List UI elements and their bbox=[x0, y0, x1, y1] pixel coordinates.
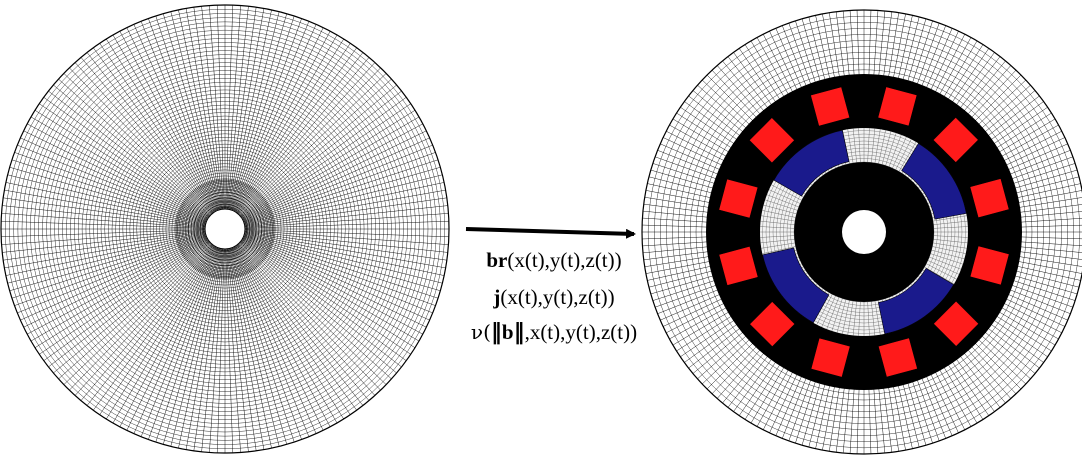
formula-br: br(x(t),y(t),z(t)) bbox=[440, 250, 668, 271]
coil-8 bbox=[749, 301, 796, 348]
coil-7 bbox=[810, 337, 851, 378]
mapping-arrow bbox=[465, 227, 636, 239]
formula-nu-bold: b bbox=[501, 320, 514, 344]
coil-5 bbox=[933, 300, 980, 347]
coil-1 bbox=[877, 86, 918, 127]
coil-6 bbox=[877, 337, 918, 378]
coil-9 bbox=[718, 245, 759, 286]
coil-11 bbox=[748, 117, 795, 164]
formula-j: j(x(t),y(t),z(t)) bbox=[440, 287, 668, 308]
left-mesh-radial-lines bbox=[1, 5, 449, 453]
formula-j-args: (x(t),y(t),z(t)) bbox=[500, 285, 615, 309]
left-mesh-rings bbox=[0, 4, 450, 454]
coil-2 bbox=[932, 116, 979, 163]
formula-norm-close: ‖ bbox=[513, 320, 525, 345]
formula-nu: ν(‖b‖,x(t),y(t),z(t)) bbox=[440, 322, 668, 344]
magnet-2 bbox=[901, 142, 967, 220]
coil-4 bbox=[969, 245, 1010, 286]
formula-norm-open: ‖ bbox=[490, 320, 502, 345]
magnet-1 bbox=[773, 129, 850, 197]
formula-br-args: (x(t),y(t),z(t)) bbox=[507, 248, 622, 272]
shaft-hole bbox=[842, 210, 886, 254]
left-mesh-inner-hole bbox=[204, 208, 246, 250]
formula-nu-args: ,x(t),y(t),z(t)) bbox=[524, 320, 638, 344]
coil-12 bbox=[810, 86, 851, 127]
formula-nu-symbol: ν( bbox=[470, 320, 491, 344]
left-empty-mesh bbox=[0, 4, 450, 454]
magnet-3 bbox=[878, 267, 955, 335]
coil-10 bbox=[718, 178, 759, 219]
coil-3 bbox=[969, 178, 1010, 219]
formula-br-bold: br bbox=[486, 248, 508, 272]
formula-j-bold: j bbox=[493, 285, 501, 309]
magnet-4 bbox=[762, 247, 830, 324]
right-motor-mesh bbox=[641, 9, 1082, 455]
